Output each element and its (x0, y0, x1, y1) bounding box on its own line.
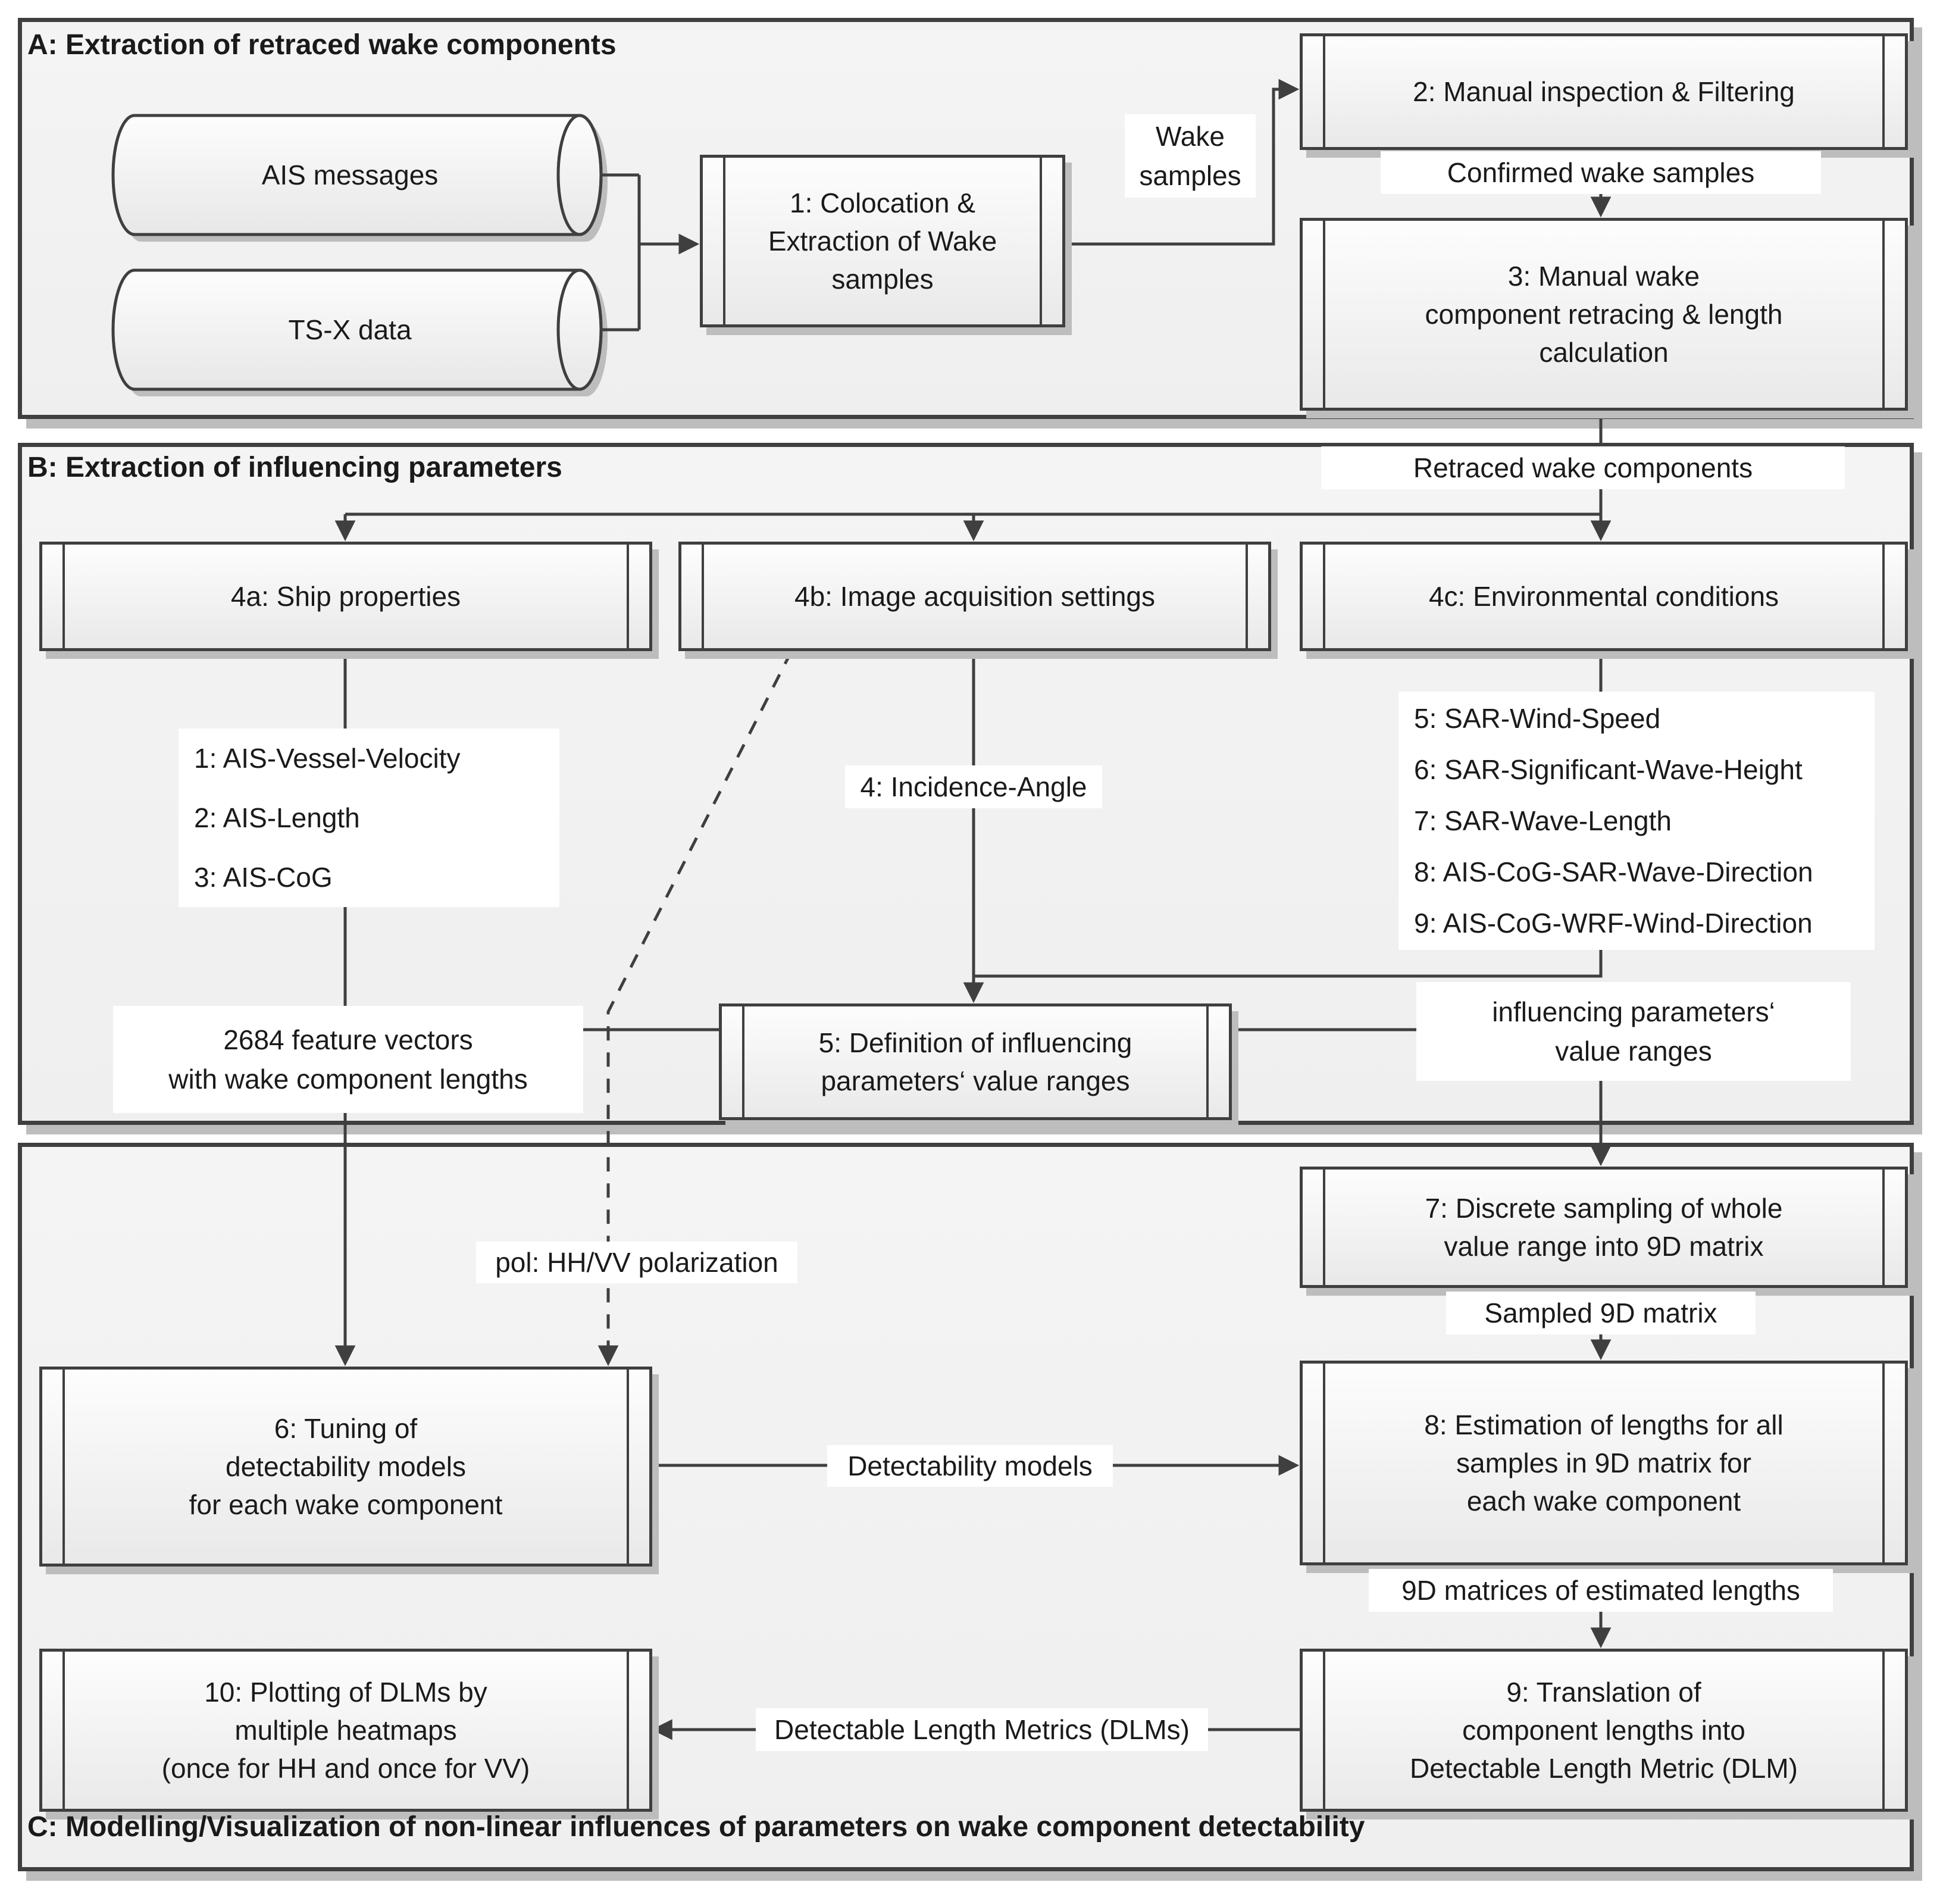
process-3-manual-retracing: 3: Manual wake component retracing & len… (1300, 218, 1908, 411)
section-a-title: A: Extraction of retraced wake component… (27, 29, 617, 61)
process-7-discrete-sampling: 7: Discrete sampling of whole value rang… (1300, 1167, 1908, 1288)
process-4a-ship-properties: 4a: Ship properties (39, 542, 652, 651)
process-6-tuning-detectability-models: 6: Tuning of detectability models for ea… (39, 1367, 652, 1567)
edge-label-environmental-parameters: 5: SAR-Wind-Speed 6: SAR-Significant-Wav… (1398, 692, 1875, 950)
edge-label-retraced-wake-components: Retraced wake components (1321, 446, 1845, 489)
process-3-label: 3: Manual wake component retracing & len… (1425, 261, 1783, 368)
process-2-manual-inspection-filtering: 2: Manual inspection & Filtering (1300, 33, 1908, 150)
edge-label-dlms: Detectable Length Metrics (DLMs) (756, 1708, 1208, 1751)
edge-label-wake-samples: Wake samples (1125, 114, 1256, 198)
process-9-label: 9: Translation of component lengths into… (1410, 1677, 1798, 1784)
process-4b-label: 4b: Image acquisition settings (794, 581, 1156, 612)
process-5-label: 5: Definition of influencing parameters‘… (818, 1027, 1132, 1096)
process-7-label: 7: Discrete sampling of whole value rang… (1425, 1193, 1783, 1262)
process-5-definition-value-ranges: 5: Definition of influencing parameters‘… (719, 1003, 1232, 1120)
edge-label-influencing-value-ranges: influencing parameters‘ value ranges (1416, 982, 1851, 1081)
edge-label-pol-hh-vv: pol: HH/VV polarization (476, 1242, 797, 1283)
process-2-label: 2: Manual inspection & Filtering (1413, 76, 1795, 107)
edge-label-incidence-angle: 4: Incidence-Angle (845, 765, 1102, 808)
ais-cylinder-shape (111, 114, 603, 236)
process-10-label: 10: Plotting of DLMs by multiple heatmap… (161, 1677, 530, 1784)
process-8-label: 8: Estimation of lengths for all samples… (1424, 1409, 1784, 1517)
edge-label-confirmed-wake-samples: Confirmed wake samples (1381, 151, 1821, 194)
process-4c-label: 4c: Environmental conditions (1428, 581, 1779, 612)
process-10-plotting-dlms: 10: Plotting of DLMs by multiple heatmap… (39, 1649, 652, 1812)
datastore-tsx-data: TS-X data (288, 314, 412, 345)
edge-label-ship-parameters: 1: AIS-Vessel-Velocity 2: AIS-Length 3: … (179, 729, 559, 907)
process-6-label: 6: Tuning of detectability models for ea… (189, 1413, 503, 1520)
section-c-title: C: Modelling/Visualization of non-linear… (27, 1811, 1365, 1843)
datastore-ais-messages: AIS messages (261, 160, 439, 190)
edge-label-sampled-9d-matrix: Sampled 9D matrix (1446, 1292, 1756, 1334)
process-4a-label: 4a: Ship properties (230, 581, 461, 612)
process-9-translation-to-dlm: 9: Translation of component lengths into… (1300, 1649, 1908, 1812)
process-4c-environmental-conditions: 4c: Environmental conditions (1300, 542, 1908, 651)
process-1-label: 1: Colocation & Extraction of Wake sampl… (768, 187, 997, 295)
edge-label-detectability-models: Detectability models (827, 1445, 1113, 1487)
section-b-title: B: Extraction of influencing parameters (27, 452, 562, 483)
edge-p1-to-p2 (1065, 79, 1300, 246)
process-8-estimation-of-lengths: 8: Estimation of lengths for all samples… (1300, 1361, 1908, 1565)
process-4b-image-acquisition-settings: 4b: Image acquisition settings (678, 542, 1271, 651)
edge-label-feature-vectors: 2684 feature vectors with wake component… (113, 1006, 583, 1113)
edge-datastores-bus (601, 173, 641, 332)
edge-label-9d-matrices: 9D matrices of estimated lengths (1369, 1569, 1833, 1612)
process-1-colocation-extraction: 1: Colocation & Extraction of Wake sampl… (700, 155, 1065, 327)
tsx-cylinder-shape (111, 268, 603, 391)
